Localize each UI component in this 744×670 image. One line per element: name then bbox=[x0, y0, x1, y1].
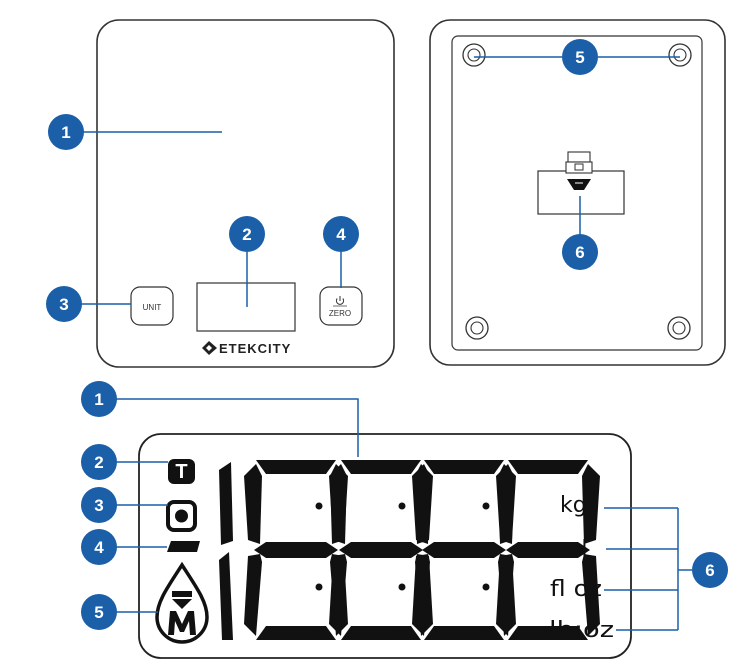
unit-button[interactable]: UNIT bbox=[130, 286, 174, 326]
rubber-foot bbox=[667, 316, 691, 340]
unit-label-kg: kg bbox=[560, 493, 587, 518]
unit-label-floz: fl oz bbox=[550, 577, 602, 602]
rubber-foot bbox=[668, 43, 692, 67]
unit-label-ml: ml bbox=[560, 537, 588, 562]
top-view-leader-lines bbox=[64, 131, 342, 307]
rubber-foot bbox=[465, 316, 489, 340]
power-zero-button[interactable]: ZERO bbox=[319, 286, 363, 326]
callout-number: 5 bbox=[94, 603, 103, 622]
battery-latch-arrow-icon bbox=[567, 179, 591, 190]
callout-badge: 4 bbox=[323, 216, 359, 252]
etekcity-logo-icon bbox=[202, 341, 217, 355]
callout-number: 6 bbox=[705, 561, 714, 580]
callout-number: 4 bbox=[94, 538, 104, 557]
callout-badge: 1 bbox=[81, 381, 117, 417]
callout-number: 3 bbox=[94, 496, 103, 515]
lcd-leading-one bbox=[219, 462, 233, 640]
callout-number: 1 bbox=[94, 390, 103, 409]
battery-compartment bbox=[537, 151, 625, 215]
callout-badge: 5 bbox=[562, 39, 598, 75]
callout-number: 4 bbox=[336, 225, 346, 244]
weight-display-window bbox=[196, 282, 296, 332]
callout-number: 6 bbox=[575, 243, 584, 262]
brand-name: ETEKCITY bbox=[219, 341, 291, 356]
scale-top-view: UNIT ZERO ETEKCITY bbox=[96, 19, 395, 368]
low-battery-indicator-icon bbox=[167, 541, 200, 552]
callout-badge: 1 bbox=[48, 114, 84, 150]
unit-label-lboz: lb:oz bbox=[549, 618, 614, 643]
zero-button-label: ZERO bbox=[329, 309, 351, 318]
callout-badge: 3 bbox=[81, 487, 117, 523]
rubber-foot bbox=[462, 43, 486, 67]
callout-number: 1 bbox=[61, 123, 70, 142]
callout-number: 2 bbox=[94, 453, 103, 472]
power-icon bbox=[335, 296, 345, 305]
callout-badge: 4 bbox=[81, 529, 117, 565]
lcd-display: T bbox=[138, 433, 632, 659]
unit-button-label: UNIT bbox=[143, 303, 162, 312]
callout-badge: 3 bbox=[46, 286, 82, 322]
memory-droplet-icon bbox=[155, 561, 209, 644]
callout-badge: 5 bbox=[81, 594, 117, 630]
bottom-view-leader-lines bbox=[474, 56, 680, 237]
callout-badge: 6 bbox=[562, 234, 598, 270]
callout-badge: 2 bbox=[81, 444, 117, 480]
callout-number: 3 bbox=[59, 295, 68, 314]
callout-number: 2 bbox=[242, 225, 251, 244]
etekcity-logo: ETEKCITY bbox=[202, 341, 291, 356]
stable-indicator-icon bbox=[166, 500, 197, 532]
tare-indicator: T bbox=[168, 459, 195, 484]
lcd-separator-dots bbox=[313, 502, 490, 637]
tare-letter: T bbox=[175, 461, 187, 483]
scale-platform bbox=[96, 19, 395, 368]
callout-number: 5 bbox=[575, 48, 584, 67]
callout-badge: 6 bbox=[692, 552, 728, 588]
callout-badge: 2 bbox=[229, 216, 265, 252]
scale-bottom-view bbox=[429, 19, 726, 366]
